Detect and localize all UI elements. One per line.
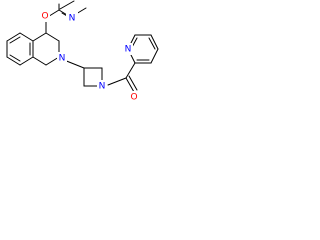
azetidine-ring — [63, 59, 103, 87]
pyridine-nitrogen-label: N — [125, 45, 132, 55]
molecule-structure: N O N N N O — [6, 0, 159, 103]
carbonyl-oxygen-label: O — [130, 93, 137, 103]
dimethyl-nitrogen-label: N — [69, 14, 76, 24]
pyridine-carbonyl — [107, 62, 138, 93]
benzene-ring — [6, 32, 34, 66]
azetidine-nitrogen-label: N — [99, 82, 106, 92]
atom-dimethyl-n: N — [66, 12, 78, 24]
atom-azetidine-n: N — [97, 80, 107, 92]
saturated-ring — [32, 32, 60, 66]
tetrahydroisoquinoline-nitrogen-label: N — [59, 54, 66, 64]
atom-carbonyl-o: O — [129, 91, 139, 103]
amide-oxygen-label: O — [41, 12, 48, 22]
atom-ring-n: N — [57, 52, 67, 64]
atom-pyridine-n: N — [123, 43, 133, 55]
atom-amide-o: O — [40, 10, 50, 22]
